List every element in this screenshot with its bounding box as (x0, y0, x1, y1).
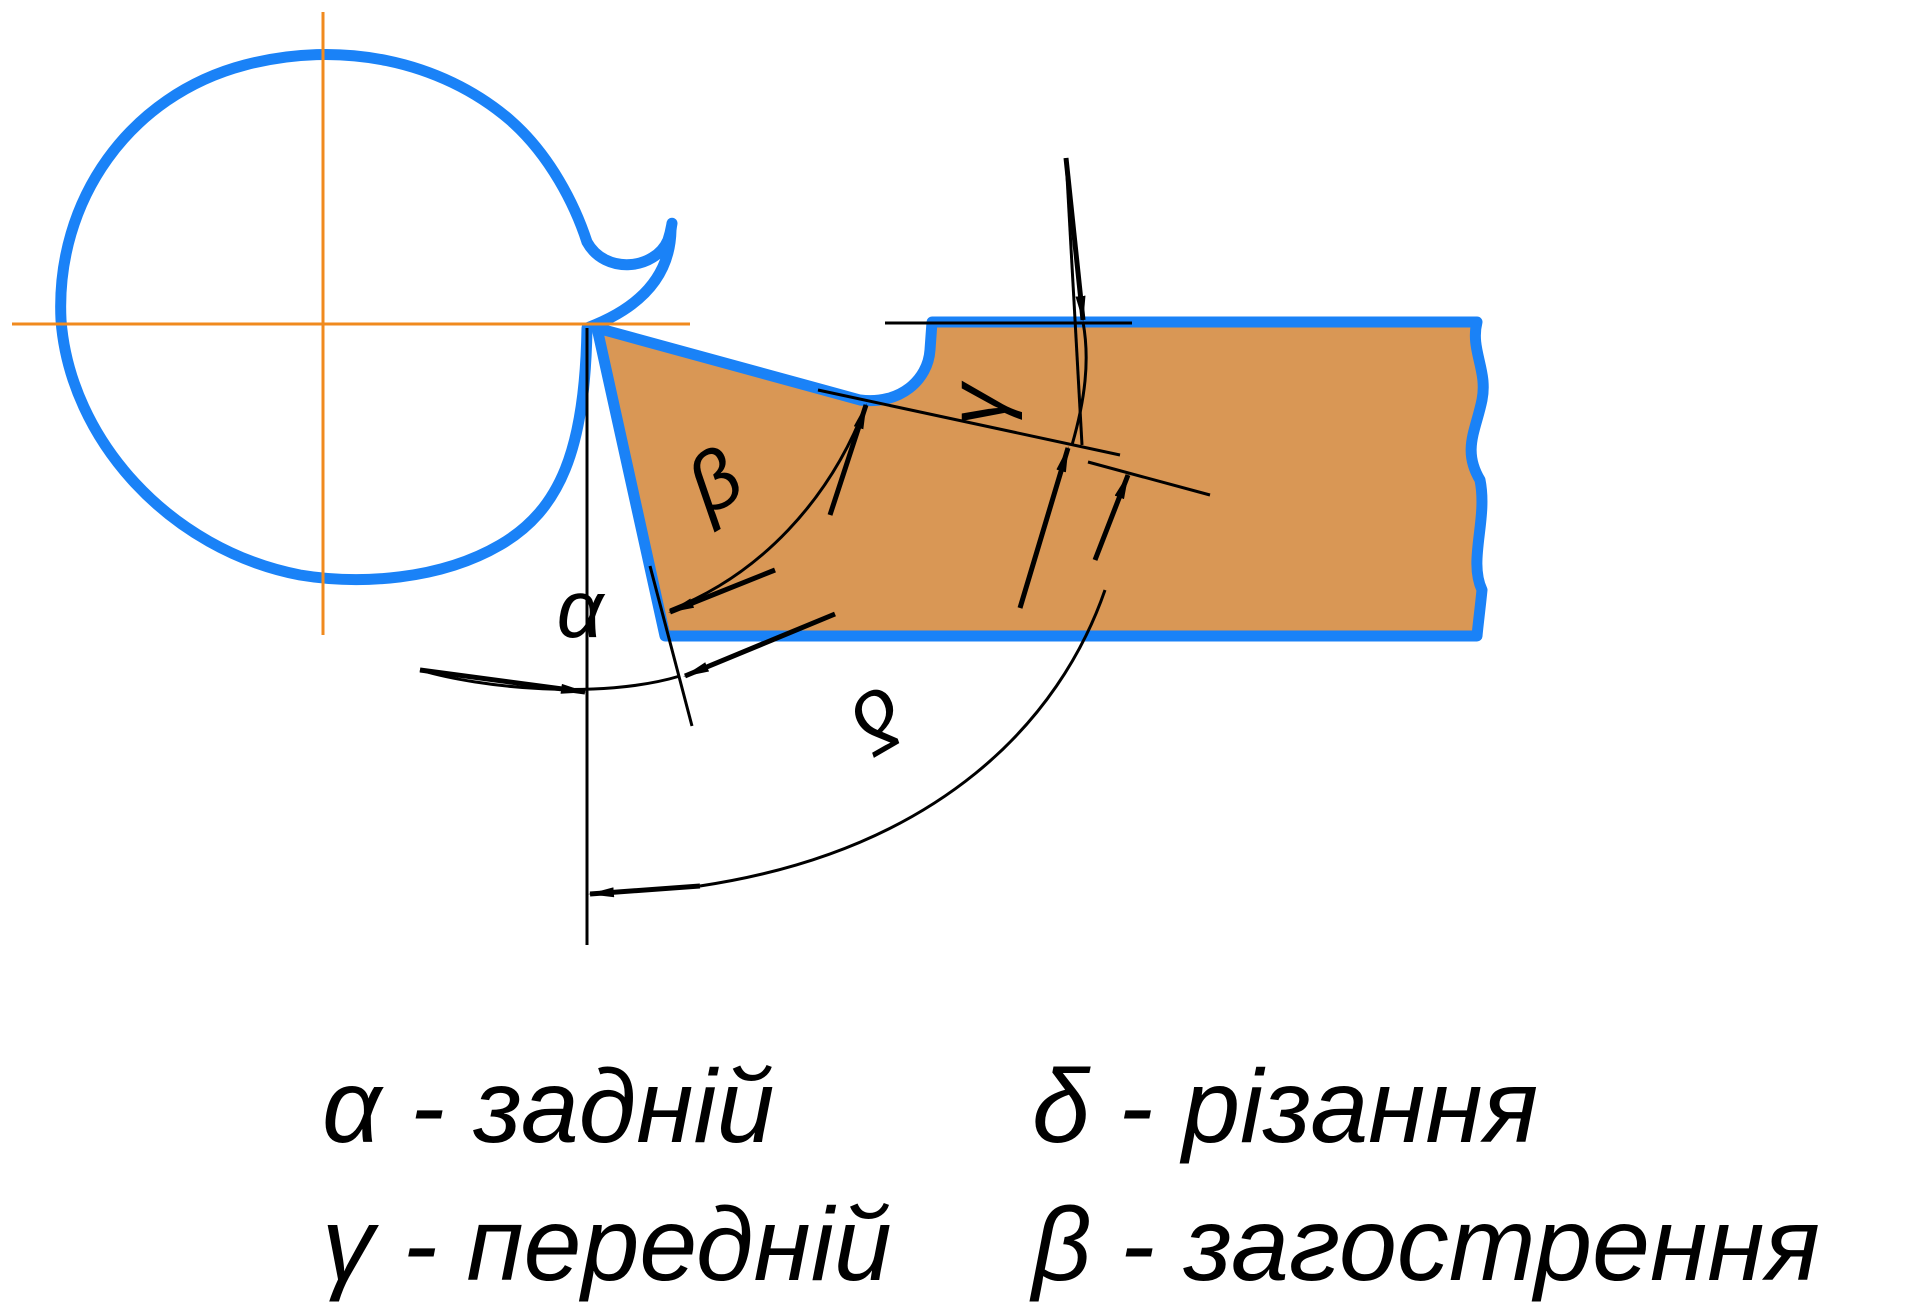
legend-gamma: γ - передній (322, 1187, 892, 1303)
legend-alpha: α - задній (322, 1049, 774, 1165)
gamma-arc (1070, 321, 1088, 446)
clearance-extension-line (648, 565, 694, 727)
legend-beta: β - загострення (1029, 1187, 1820, 1303)
delta-arrow-upper (1092, 473, 1131, 561)
angle-label-alpha: α (557, 564, 606, 655)
beta-arrow-lower (668, 567, 776, 615)
gamma-arrow-bottom (1017, 446, 1071, 609)
alpha-arrow-left (419, 667, 587, 695)
rake-extension-line (817, 388, 1121, 457)
gamma-arrow-top (1063, 157, 1086, 322)
delta-arc (699, 589, 1107, 888)
beta-arrow-upper (827, 403, 869, 516)
workpiece-body (591, 316, 1489, 642)
cutter-outline (55, 48, 678, 586)
rake-normal-line (1087, 460, 1211, 497)
legend-delta: δ - різання (1032, 1049, 1538, 1165)
alpha-arrow-right (683, 611, 836, 679)
delta-arrow-lower (588, 883, 701, 898)
beta-arc (669, 404, 868, 612)
angle-label-gamma: γ (932, 381, 1023, 426)
angle-label-delta: δ (835, 668, 921, 770)
